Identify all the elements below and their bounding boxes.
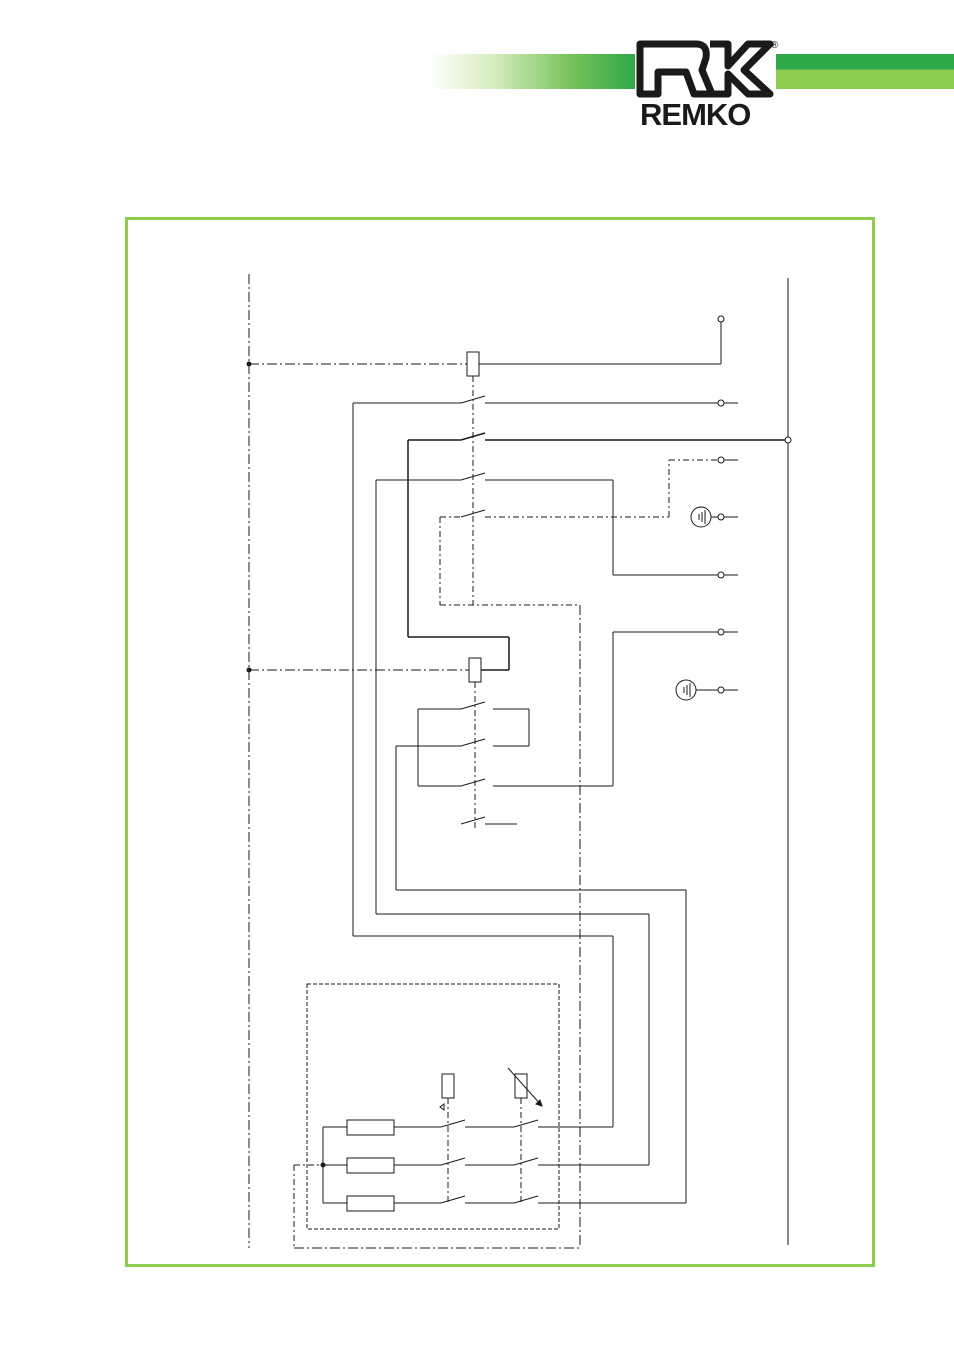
header-gradient-band [430,54,635,89]
ground-symbol-icon [690,506,712,528]
remko-logo-icon [636,40,776,98]
resistor-icon [346,1195,395,1212]
brand-name: REMKO [640,97,751,132]
header-green-band [770,54,954,89]
resistor-icon [346,1157,395,1174]
registered-mark: ® [771,40,779,51]
relay-coil-icon [468,657,482,683]
terminal-icon [717,315,725,323]
resistor-icon [346,1119,395,1136]
relay-coil-icon [466,351,480,377]
diagram-frame [125,217,875,1267]
relay-coil-icon [441,1073,455,1099]
heater-unit-box [306,983,560,1230]
switch-contact-icon [460,395,486,404]
